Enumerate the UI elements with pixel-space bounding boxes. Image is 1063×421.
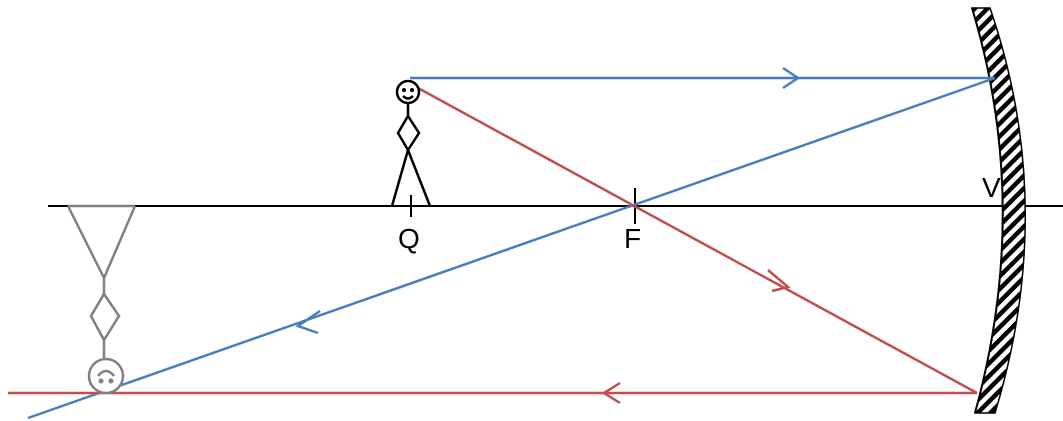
ray-focal — [8, 86, 978, 405]
ray-parallel — [27, 66, 996, 420]
f-label: F — [624, 223, 641, 254]
v-label: V — [982, 172, 1001, 203]
concave-mirror — [970, 7, 1027, 414]
image-figure-icon — [66, 204, 137, 395]
arrow-right-icon — [782, 66, 801, 90]
object-figure-icon — [390, 79, 432, 207]
arrow-left-icon — [295, 309, 321, 335]
q-label: Q — [398, 223, 420, 254]
arrow-down-right-icon — [767, 269, 791, 293]
arrow-left-icon — [601, 381, 621, 405]
